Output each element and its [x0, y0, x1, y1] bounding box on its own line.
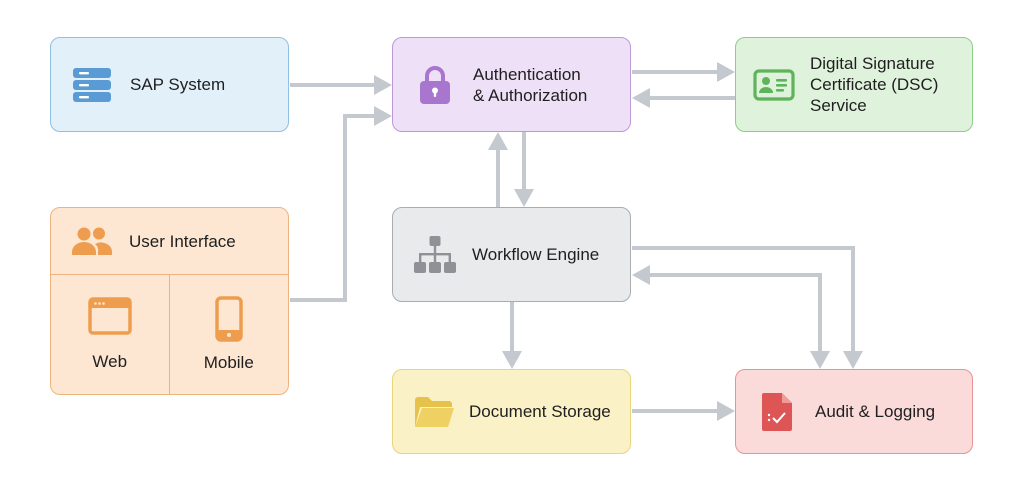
dsc-service-node[interactable]: Digital Signature Certificate (DSC) Serv…: [735, 37, 973, 132]
arrowhead: [632, 265, 650, 285]
auth-label-line-1: Authentication: [473, 64, 581, 84]
id-card-icon: [753, 68, 795, 101]
browser-window-icon: [88, 297, 132, 335]
lock-icon: [419, 65, 451, 105]
edge-document-to-audit: [632, 401, 735, 421]
user-interface-header: User Interface: [51, 208, 288, 275]
dsc-label-line-2: Certificate (DSC): [810, 75, 939, 94]
edge-auth-to-dsc: [632, 62, 735, 82]
edge-workflow-to-audit: [632, 246, 863, 369]
arrowhead: [810, 351, 830, 369]
auth-label-line-2: & Authorization: [473, 85, 588, 105]
sap-system-node[interactable]: SAP System: [50, 37, 289, 132]
document-storage-node[interactable]: Document Storage: [392, 369, 631, 454]
mobile-label: Mobile: [203, 353, 254, 372]
hierarchy-icon: [413, 235, 457, 275]
user-interface-node[interactable]: User Interface Web: [50, 207, 289, 395]
web-label: Web: [92, 352, 128, 371]
edge-audit-workflow-bidirectional: [632, 265, 830, 369]
edge-workflow-to-auth: [488, 132, 508, 207]
arrowhead: [374, 106, 392, 126]
arrowhead: [502, 351, 522, 369]
document-storage-label: Document Storage: [469, 402, 611, 421]
arrowhead: [632, 88, 650, 108]
dsc-label-line-1: Digital Signature: [810, 54, 935, 73]
authentication-authorization-node[interactable]: Authentication & Authorization: [392, 37, 631, 132]
connector-line: [632, 246, 855, 351]
dsc-service-label: Digital Signature Certificate (DSC) Serv…: [810, 53, 938, 116]
edge-sap-to-auth: [290, 75, 392, 95]
arrowhead: [717, 401, 735, 421]
mobile-client[interactable]: Mobile: [170, 275, 289, 394]
workflow-engine-node[interactable]: Workflow Engine: [392, 207, 631, 302]
arrowhead: [488, 132, 508, 150]
user-interface-label: User Interface: [129, 231, 236, 251]
audit-logging-node[interactable]: Audit & Logging: [735, 369, 973, 454]
workflow-engine-label: Workflow Engine: [472, 245, 600, 264]
audit-logging-label: Audit & Logging: [815, 402, 936, 421]
connector-line: [650, 273, 822, 351]
web-client[interactable]: Web: [51, 275, 170, 394]
sap-system-label: SAP System: [130, 75, 226, 94]
edge-ui-to-auth: [290, 106, 392, 302]
server-stack-icon: [71, 65, 113, 105]
edge-dsc-to-auth: [632, 88, 735, 108]
arrowhead: [514, 189, 534, 207]
connector-line: [290, 114, 374, 302]
users-icon: [71, 226, 113, 256]
dsc-label-line-3: Service: [810, 96, 867, 115]
edge-workflow-to-document: [502, 302, 522, 369]
arrowhead: [374, 75, 392, 95]
folder-icon: [413, 395, 455, 429]
file-check-icon: [761, 392, 793, 432]
authentication-authorization-label: Authentication & Authorization: [473, 64, 587, 106]
smartphone-icon: [215, 296, 243, 342]
arrowhead: [843, 351, 863, 369]
arrowhead: [717, 62, 735, 82]
edge-auth-to-workflow: [514, 132, 534, 207]
